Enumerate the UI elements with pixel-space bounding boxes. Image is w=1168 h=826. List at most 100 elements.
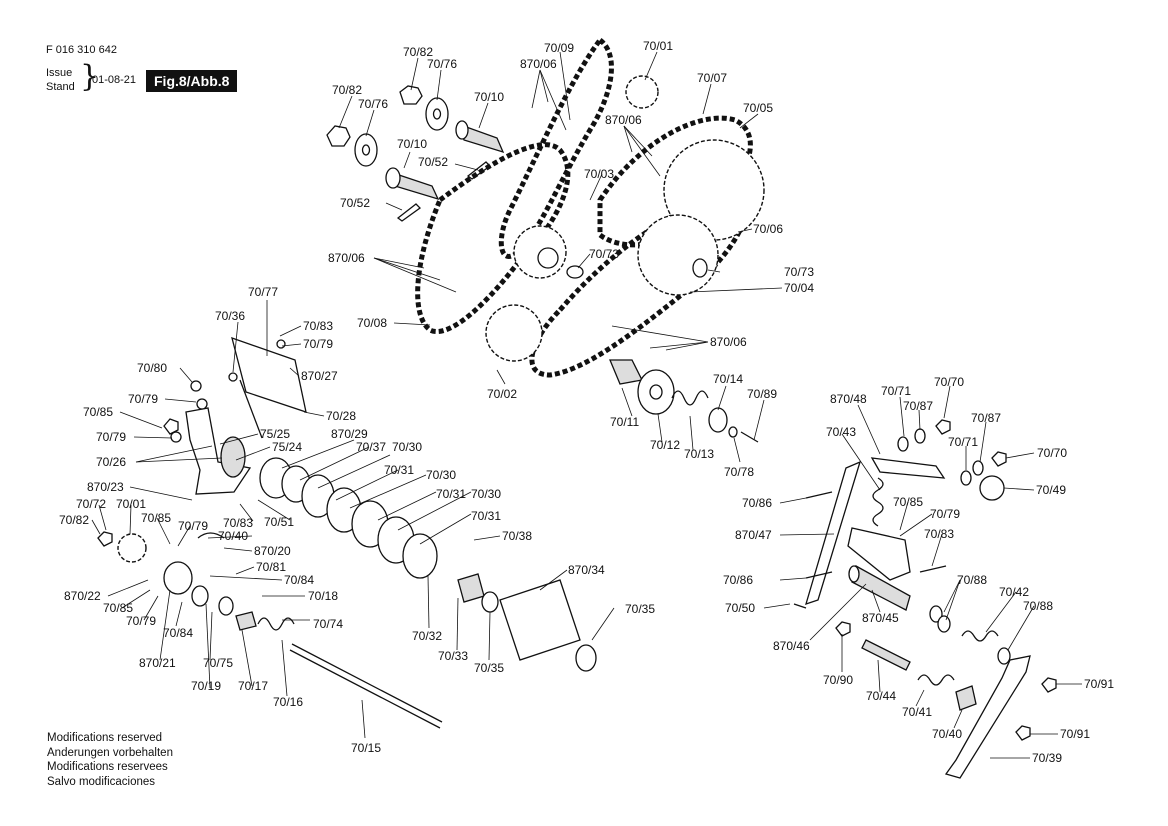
callout-label: 70/52 <box>418 155 448 169</box>
callout-label: 870/29 <box>331 427 368 441</box>
callout-label: 870/34 <box>568 563 605 577</box>
callout-label: 75/24 <box>272 440 302 454</box>
callout-label: 70/86 <box>742 496 772 510</box>
callout-label: 70/33 <box>438 649 468 663</box>
top-hardware-drawing <box>326 85 505 222</box>
callout-label: 70/35 <box>474 661 504 675</box>
callout-label: 870/21 <box>139 656 176 670</box>
callout-label: 70/01 <box>116 497 146 511</box>
callout-label: 70/07 <box>697 71 727 85</box>
callout-label: 70/85 <box>141 511 171 525</box>
callout-label: 70/10 <box>397 137 427 151</box>
right-mechanism-drawing <box>793 419 1057 779</box>
callout-label: 70/43 <box>826 425 856 439</box>
leader-lines <box>91 51 1082 759</box>
callout-label: 70/79 <box>96 430 126 444</box>
callout-label: 70/39 <box>1032 751 1062 765</box>
callout-label: 70/85 <box>893 495 923 509</box>
callout-label: 70/11 <box>610 415 639 429</box>
footer-line-fr: Modifications reservees <box>47 761 168 773</box>
callout-label: 70/02 <box>487 387 517 401</box>
callout-label: 70/41 <box>902 705 932 719</box>
callout-label: 870/47 <box>735 528 772 542</box>
callout-label: 870/23 <box>87 480 124 494</box>
callout-label: 70/79 <box>303 337 333 351</box>
modifications-notice: Modifications reserved Anderungen vorbeh… <box>47 731 173 789</box>
callout-label: 70/74 <box>313 617 343 631</box>
callout-label: 870/22 <box>64 589 101 603</box>
callout-label: 70/85 <box>103 601 133 615</box>
callout-label: 70/73 <box>589 247 619 261</box>
callout-label: 70/31 <box>384 463 414 477</box>
callout-label: 70/76 <box>427 57 457 71</box>
callout-label: 70/04 <box>784 281 814 295</box>
callout-label: 70/52 <box>340 196 370 210</box>
footer-line-en: Modifications reserved <box>47 732 163 744</box>
callout-label: 70/71 <box>948 435 978 449</box>
callout-label: 70/40 <box>932 727 962 741</box>
center-shaft-drawing <box>609 359 759 443</box>
callout-label: 70/91 <box>1060 727 1090 741</box>
callout-label: 70/09 <box>544 41 574 55</box>
callout-label: 70/05 <box>743 101 773 115</box>
callout-label: 70/49 <box>1036 483 1066 497</box>
callout-label: 70/87 <box>903 399 933 413</box>
callout-label: 70/31 <box>471 509 501 523</box>
issue-label-en: Issue <box>46 67 73 79</box>
callout-label: 870/06 <box>520 57 557 71</box>
callout-label: 70/86 <box>723 573 753 587</box>
callout-label: 870/06 <box>328 251 365 265</box>
callout-label: 70/30 <box>392 440 422 454</box>
callout-label: 70/31 <box>436 487 466 501</box>
callout-label: 70/19 <box>191 679 221 693</box>
callout-label: 70/30 <box>426 468 456 482</box>
callout-label: 75/25 <box>260 427 290 441</box>
callout-label: 70/82 <box>59 513 89 527</box>
callout-label: 70/83 <box>223 516 253 530</box>
callout-label: 70/70 <box>934 375 964 389</box>
figure-label: Fig.8/Abb.8 <box>146 70 238 92</box>
callout-label: 70/03 <box>584 167 614 181</box>
callout-label: 70/14 <box>713 372 743 386</box>
issue-label: Issue Stand <box>46 66 75 94</box>
callout-label: 870/06 <box>605 113 642 127</box>
callout-label: 70/38 <box>502 529 532 543</box>
callout-label: 70/79 <box>930 507 960 521</box>
document-header: F 016 310 642 Issue Stand } 01-08-21 Fig… <box>46 40 306 100</box>
callout-label: 70/18 <box>308 589 338 603</box>
sprockets-drawing <box>485 75 765 362</box>
callout-label: 70/28 <box>326 409 356 423</box>
callout-label: 70/42 <box>999 585 1029 599</box>
callout-label: 70/76 <box>358 97 388 111</box>
callout-label: 70/73 <box>784 265 814 279</box>
issue-label-de: Stand <box>46 81 75 93</box>
callout-label: 70/40 <box>218 529 248 543</box>
callout-label: 70/84 <box>163 626 193 640</box>
callout-label: 70/13 <box>684 447 714 461</box>
footer-line-de: Anderungen vorbehalten <box>47 746 173 759</box>
callout-label: 70/90 <box>823 673 853 687</box>
callout-label: 70/37 <box>356 440 386 454</box>
callout-label: 70/15 <box>351 741 381 755</box>
callout-label: 870/27 <box>301 369 338 383</box>
callout-label: 70/32 <box>412 629 442 643</box>
callout-label: 70/26 <box>96 455 126 469</box>
callout-label: 70/70 <box>1037 446 1067 460</box>
callout-label: 70/83 <box>924 527 954 541</box>
callout-label: 70/72 <box>76 497 106 511</box>
left-mechanism-drawing <box>97 336 597 729</box>
callout-label: 70/91 <box>1084 677 1114 691</box>
callout-label: 70/82 <box>403 45 433 59</box>
footer-line-es: Salvo modificaciones <box>47 775 156 788</box>
callout-label: 70/35 <box>625 602 655 616</box>
callout-label: 870/48 <box>830 392 867 406</box>
callout-label: 70/51 <box>264 515 294 529</box>
callout-label: 70/36 <box>215 309 245 323</box>
callout-label: 70/87 <box>971 411 1001 425</box>
callout-label: 70/71 <box>881 384 911 398</box>
callout-label: 870/20 <box>254 544 291 558</box>
brace-icon: } <box>80 59 100 94</box>
callout-label: 70/79 <box>126 614 156 628</box>
callout-label: 70/77 <box>248 285 278 299</box>
